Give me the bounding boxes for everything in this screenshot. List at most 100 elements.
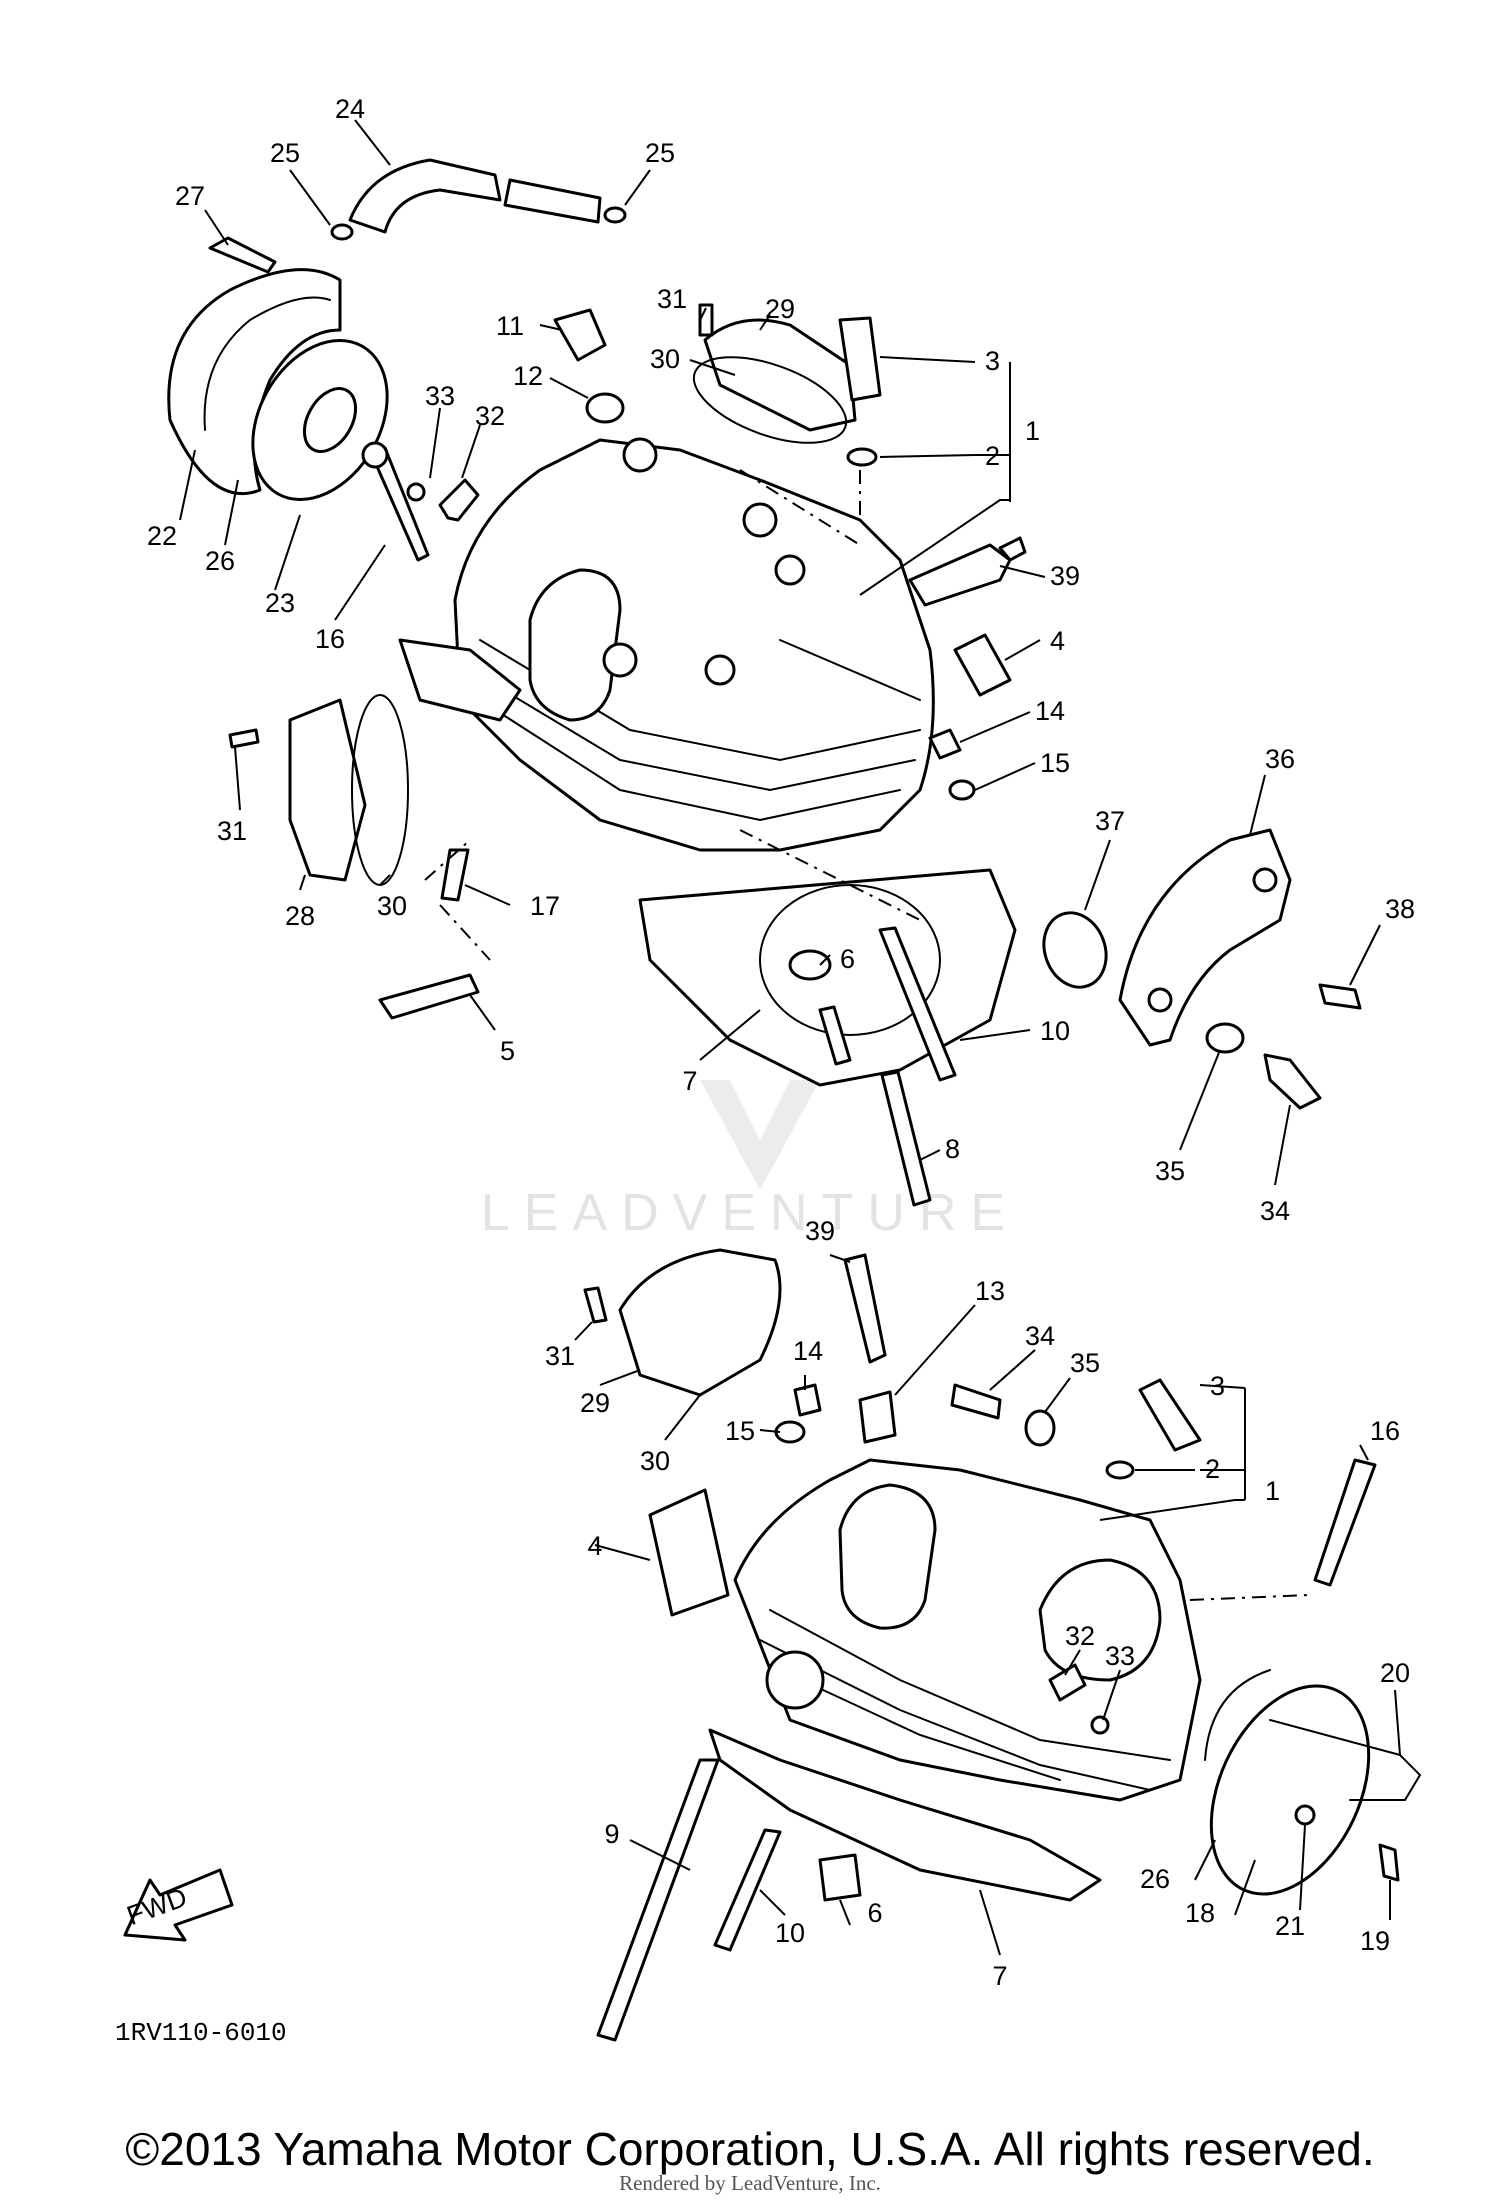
callout-18: 18	[1185, 1898, 1215, 1928]
callout-31: 31	[545, 1341, 575, 1371]
bracket-hole-1	[1252, 867, 1278, 893]
callout-27: 27	[175, 181, 205, 211]
screw-31b	[228, 728, 260, 749]
gasket-26	[203, 296, 331, 431]
lower-fin-3	[779, 1669, 1061, 1781]
cover-28	[288, 698, 367, 882]
callout-17: 17	[530, 891, 560, 921]
bracket-32	[438, 478, 480, 522]
callout-14: 14	[1035, 696, 1065, 726]
side-cover-18	[1209, 1684, 1371, 1896]
washer-15b	[774, 1420, 806, 1444]
head-gasket-7	[638, 868, 1017, 1087]
callout-7: 7	[992, 1961, 1007, 1991]
callout-labels: 24 25 25 27 31 29 11 12 30 3 2 1 33 32 2…	[147, 94, 1415, 1991]
callout-33: 33	[1105, 1641, 1135, 1671]
callout-21: 21	[1275, 1911, 1305, 1941]
washer-35	[1205, 1022, 1245, 1054]
callout-39: 39	[1050, 561, 1080, 591]
callout-6: 6	[867, 1898, 882, 1928]
wire-clip-20	[1269, 1719, 1422, 1801]
dowel-6b	[818, 1853, 862, 1902]
callout-4: 4	[1050, 626, 1065, 656]
callout-13: 13	[975, 1276, 1005, 1306]
upper-cylinder-head-assembly	[167, 158, 1362, 1207]
callout-31: 31	[217, 816, 247, 846]
bolt-34	[1263, 1053, 1322, 1110]
bracket-hole-2	[1147, 987, 1173, 1013]
stud-10b	[713, 1828, 782, 1952]
circlip-2b	[1105, 1460, 1135, 1480]
o-ring-30	[692, 356, 848, 444]
callout-4: 4	[587, 1531, 602, 1561]
callout-9: 9	[604, 1819, 619, 1849]
callout-30: 30	[377, 891, 407, 921]
callout-28: 28	[285, 901, 315, 931]
copyright-notice: ©2013 Yamaha Motor Corporation, U.S.A. A…	[125, 2123, 1374, 2175]
callout-3: 3	[985, 346, 1000, 376]
gasket-26b	[1204, 1669, 1271, 1761]
hose-clamp-right	[603, 206, 627, 224]
callout-15: 15	[1040, 748, 1070, 778]
callout-23: 23	[265, 588, 295, 618]
valve-guide-3	[838, 316, 882, 402]
head-boss-1	[622, 437, 658, 473]
head-boss-2	[742, 502, 778, 538]
callout-10: 10	[1040, 1016, 1070, 1046]
screw-31c	[583, 1286, 608, 1324]
spark-plug-39	[908, 543, 1012, 607]
callout-15: 15	[725, 1416, 755, 1446]
gasket-bore	[759, 884, 941, 1036]
callout-20: 20	[1380, 1658, 1410, 1688]
head-boss-3	[602, 642, 638, 678]
callout-25: 25	[270, 138, 300, 168]
side-cover-22	[167, 268, 342, 496]
callout-11: 11	[496, 311, 524, 341]
bracket-36	[1118, 828, 1292, 1047]
callout-19: 19	[1360, 1926, 1390, 1956]
lower-intake-port	[838, 1483, 937, 1630]
washer-15	[948, 779, 976, 801]
callout-39: 39	[805, 1216, 835, 1246]
spark-plug-39b	[843, 1253, 887, 1364]
circlip-2	[846, 447, 878, 467]
washer-35b	[1024, 1409, 1056, 1447]
callout-34: 34	[1025, 1321, 1055, 1351]
callout-6: 6	[840, 944, 855, 974]
callout-2: 2	[1205, 1454, 1220, 1484]
callout-33: 33	[425, 381, 455, 411]
bracket-32b	[1048, 1663, 1087, 1702]
callout-29: 29	[765, 294, 795, 324]
stud-17	[440, 848, 470, 902]
stud-8b	[818, 1005, 852, 1066]
stud-8	[880, 1070, 932, 1207]
callout-36: 36	[1265, 744, 1295, 774]
callout-30: 30	[650, 344, 680, 374]
lower-fin-1	[769, 1609, 1171, 1761]
dowel-6	[788, 949, 832, 981]
bolt-16b	[1313, 1458, 1377, 1587]
stud-9	[596, 1758, 720, 2042]
watermark-text: LEADVENTURE	[481, 1184, 1019, 1242]
callout-32: 32	[1065, 1621, 1095, 1651]
callout-26: 26	[1140, 1864, 1170, 1894]
head-boss-4	[774, 554, 806, 586]
screw-19	[1378, 1843, 1400, 1882]
plug-cap-4b	[648, 1488, 730, 1617]
callout-32: 32	[475, 401, 505, 431]
valve-guide-3b	[1138, 1378, 1202, 1452]
lower-fin-2	[759, 1639, 1151, 1791]
callout-10: 10	[775, 1918, 805, 1948]
callout-35: 35	[1155, 1156, 1185, 1186]
washer-33b	[1090, 1715, 1110, 1735]
bolt-38	[1318, 983, 1362, 1010]
part-code: 1RV110-6010	[115, 2018, 287, 2048]
callout-24: 24	[335, 94, 365, 124]
nut-11	[553, 308, 607, 362]
screw-21	[1294, 1804, 1316, 1826]
head-gasket-7b	[708, 1728, 1102, 1902]
callout-30: 30	[640, 1446, 670, 1476]
callout-1: 1	[1025, 416, 1040, 446]
nut-14b	[793, 1383, 822, 1417]
